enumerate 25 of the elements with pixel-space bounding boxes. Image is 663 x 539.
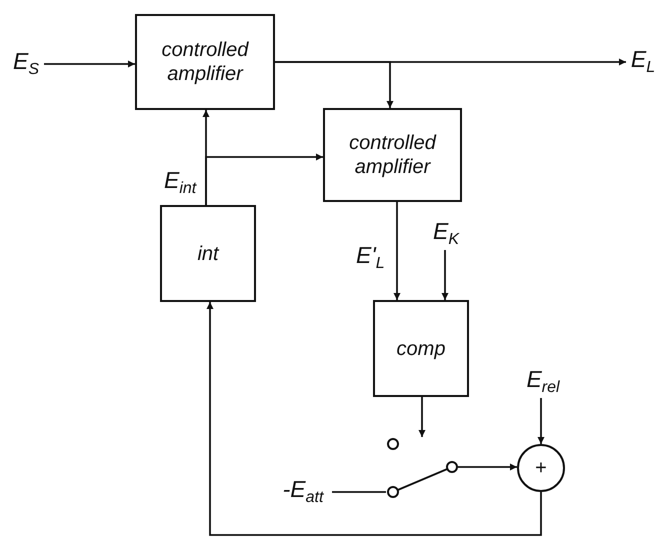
process-box <box>323 108 462 202</box>
box-label: controlled amplifier <box>348 131 438 179</box>
box-label: int <box>196 242 220 266</box>
arrow <box>538 398 544 444</box>
arrow <box>205 154 323 205</box>
arrow <box>44 60 135 68</box>
box-label: comp <box>396 336 446 360</box>
signal-label: E$_{S}$ <box>12 50 39 78</box>
arrow <box>458 464 517 470</box>
signal-label: E$_{K}$ <box>432 220 459 248</box>
arrow <box>394 202 400 300</box>
arrow <box>442 250 448 300</box>
summing-junction <box>517 444 565 492</box>
arrow <box>418 397 426 437</box>
box-label: controlled amplifier <box>160 38 250 86</box>
signal-label: E$_{L}$ <box>630 48 656 76</box>
signal-label: -E$_{att}$ <box>282 478 324 506</box>
signal-label: E$_{int}$ <box>164 169 196 197</box>
arrow <box>206 302 542 536</box>
switch-symbol <box>386 437 458 499</box>
arrow <box>275 61 394 108</box>
signal-label: E$_{rel}$ <box>526 368 560 396</box>
plus-sign: + <box>535 456 547 480</box>
process-box <box>135 14 275 110</box>
process-box <box>373 300 469 397</box>
